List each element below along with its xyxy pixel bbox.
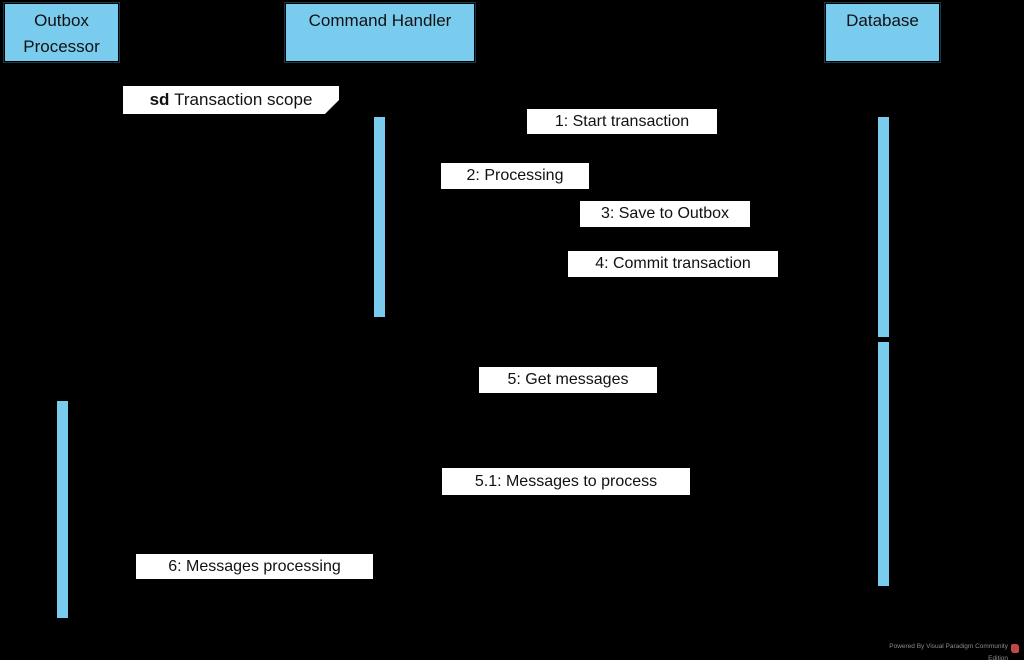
message-label-5-1-messages-to-process: 5.1: Messages to process <box>442 468 690 495</box>
message-label-3-save-to-outbox: 3: Save to Outbox <box>580 201 750 227</box>
message-label-4-commit-transaction: 4: Commit transaction <box>568 251 778 277</box>
watermark-text: Powered By Visual Paradigm Community Edi… <box>889 643 1008 660</box>
message-label-2-processing: 2: Processing <box>441 163 589 189</box>
frame-title: Transaction scope <box>174 90 313 109</box>
visual-paradigm-logo-icon <box>1011 644 1019 653</box>
activation-bar-outbox-processor <box>56 400 69 619</box>
activation-bar-database-2 <box>877 341 890 587</box>
lifeline-label-outbox-processor: Outbox Processor <box>23 11 100 56</box>
activation-bar-database-1 <box>877 116 890 338</box>
lifeline-head-command-handler: Command Handler <box>284 2 476 63</box>
message-label-1-start-transaction: 1: Start transaction <box>527 109 717 134</box>
lifeline-label-database: Database <box>846 11 919 30</box>
message-label-6-messages-processing: 6: Messages processing <box>136 554 373 579</box>
frame-label-transaction-scope: sd Transaction scope <box>123 86 339 114</box>
lifeline-head-database: Database <box>824 2 941 63</box>
message-label-5-get-messages: 5: Get messages <box>479 367 657 393</box>
frame-keyword: sd <box>149 90 170 109</box>
activation-bar-command-handler <box>373 116 386 318</box>
lifeline-head-outbox-processor: Outbox Processor <box>3 2 120 63</box>
lifeline-label-command-handler: Command Handler <box>308 11 452 30</box>
